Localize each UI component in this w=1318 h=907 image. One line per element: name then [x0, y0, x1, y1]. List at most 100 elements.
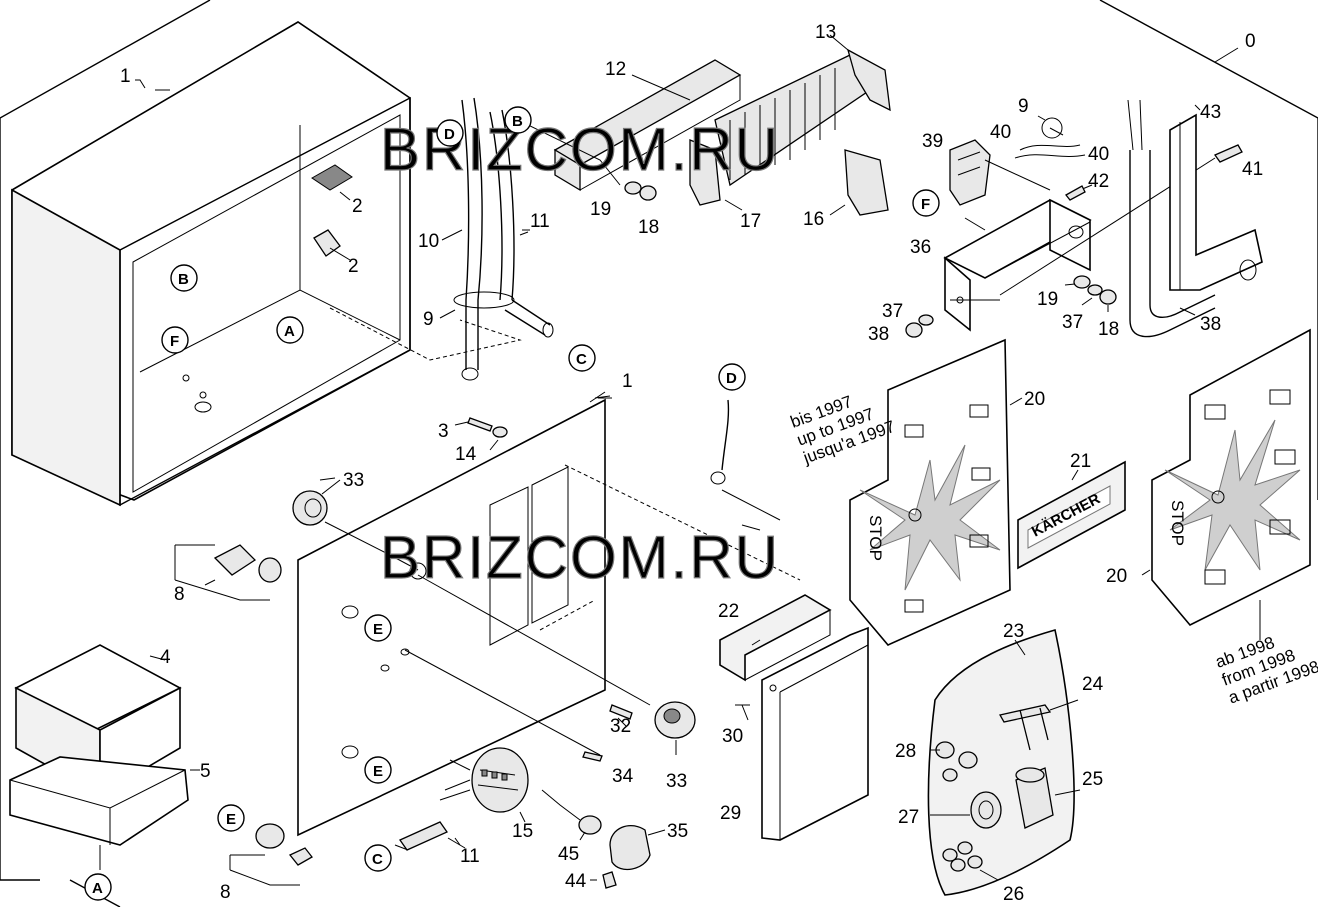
svg-text:B: B: [512, 113, 523, 130]
label-8-bottom: 8: [220, 882, 231, 903]
ref-a-bottom: A: [84, 873, 112, 901]
label-20-old: 20: [1024, 389, 1045, 410]
label-19-rail: 19: [590, 199, 611, 220]
nut-18: [639, 185, 657, 201]
label-12: 12: [605, 59, 626, 80]
switch-15: [439, 747, 529, 813]
clip-9: [1041, 117, 1063, 139]
svg-text:A: A: [92, 880, 103, 897]
screw-41: [1214, 144, 1243, 163]
label-11-bottom: 11: [460, 846, 480, 867]
label-18-rail: 18: [638, 217, 659, 238]
label-4: 4: [160, 647, 171, 668]
switch-39: [949, 139, 991, 206]
nut-18b: [1099, 289, 1117, 305]
annotation-until-1997: bis 1997 up to 1997 jusqu'a 1997: [788, 392, 898, 468]
ref-c-cable: C: [568, 344, 596, 372]
screw-44: [602, 871, 617, 889]
label-20-old: [849, 338, 1011, 646]
ref-c-bottom: C: [364, 844, 392, 872]
stop-label-old: STOP: [866, 515, 885, 561]
label-13: 13: [815, 22, 836, 43]
nut-38a: [905, 322, 923, 338]
screw-3: [467, 417, 493, 432]
svg-text:E: E: [226, 811, 236, 828]
label-35: 35: [667, 821, 688, 842]
ring-33: [292, 490, 328, 526]
ref-e-plate-top: E: [364, 614, 392, 642]
label-40-right: 40: [1088, 144, 1109, 165]
bracket-36: [943, 198, 1092, 332]
lamp-32: [609, 704, 633, 720]
din-rail-12: [553, 59, 742, 192]
wire-40: [1014, 144, 1086, 159]
label-28: 28: [895, 741, 916, 762]
label-39: 39: [922, 131, 943, 152]
label-37-left: 37: [882, 301, 903, 322]
label-18-bracket: 18: [1098, 319, 1119, 340]
label-33-ring: 33: [343, 470, 364, 491]
washer-19b: [1073, 275, 1091, 289]
cable-group: [329, 97, 554, 381]
cable-11-bottom: [399, 821, 448, 851]
label-2-top: 2: [352, 196, 363, 217]
label-25: 25: [1082, 769, 1103, 790]
label-40-left: 40: [990, 122, 1011, 143]
bracket-2-top: [311, 164, 353, 191]
label-20-new: 20: [1106, 566, 1127, 587]
label-20-new: [1151, 328, 1311, 626]
ref-b-housing: B: [170, 264, 198, 292]
label-22: 22: [718, 601, 739, 622]
label-29: 29: [720, 803, 741, 824]
screw-34: [582, 751, 603, 762]
washer-37a: [918, 314, 934, 326]
label-9-cable: 9: [423, 309, 434, 330]
svg-text:F: F: [921, 196, 930, 213]
label-32: 32: [610, 716, 631, 737]
label-1-plate: 1: [622, 371, 633, 392]
label-27: 27: [898, 807, 919, 828]
ref-e-plate-bottom: E: [364, 756, 392, 784]
ref-e-lock: E: [217, 804, 245, 832]
svg-text:C: C: [576, 351, 587, 368]
label-21: 21: [1070, 451, 1091, 472]
stop-label-new: STOP: [1168, 500, 1187, 546]
label-3: 3: [438, 421, 449, 442]
svg-text:A: A: [284, 323, 295, 340]
label-43: 43: [1200, 102, 1221, 123]
label-42: 42: [1088, 171, 1109, 192]
svg-text:E: E: [373, 763, 383, 780]
label-34: 34: [612, 766, 634, 787]
cable-d: [721, 399, 730, 471]
label-19-bracket: 19: [1037, 289, 1058, 310]
label-38-right: 38: [1200, 314, 1221, 335]
label-45: 45: [558, 844, 579, 865]
bracket-43: [1169, 113, 1263, 291]
bracket-2-bottom: [313, 229, 341, 257]
label-36: 36: [910, 237, 931, 258]
ref-f-bracket: F: [912, 189, 940, 217]
label-2-bottom: 2: [348, 256, 359, 277]
label-11-top: 11: [530, 211, 550, 232]
label-9-switch: 9: [1018, 96, 1029, 117]
label-16: 16: [803, 209, 824, 230]
front-plate: [297, 398, 606, 837]
brand-plate-21: [1017, 460, 1126, 570]
svg-text:D: D: [726, 370, 737, 387]
label-24: 24: [1082, 674, 1104, 695]
label-14: 14: [455, 444, 477, 465]
cover-29: [761, 626, 869, 841]
lock-8: [213, 544, 257, 576]
cable-38: [1127, 99, 1216, 338]
svg-text:B: B: [178, 271, 189, 288]
washer-37b: [1087, 284, 1103, 296]
label-30: 30: [722, 726, 743, 747]
svg-text:D: D: [444, 126, 455, 143]
lock-e: [255, 823, 285, 849]
ref-f-housing: F: [161, 326, 189, 354]
watermark-middle: BRIZCOM.RU: [380, 524, 780, 591]
ref-d-cable: D: [436, 119, 464, 147]
label-37-right: 37: [1062, 312, 1083, 333]
washer-19: [624, 181, 642, 195]
